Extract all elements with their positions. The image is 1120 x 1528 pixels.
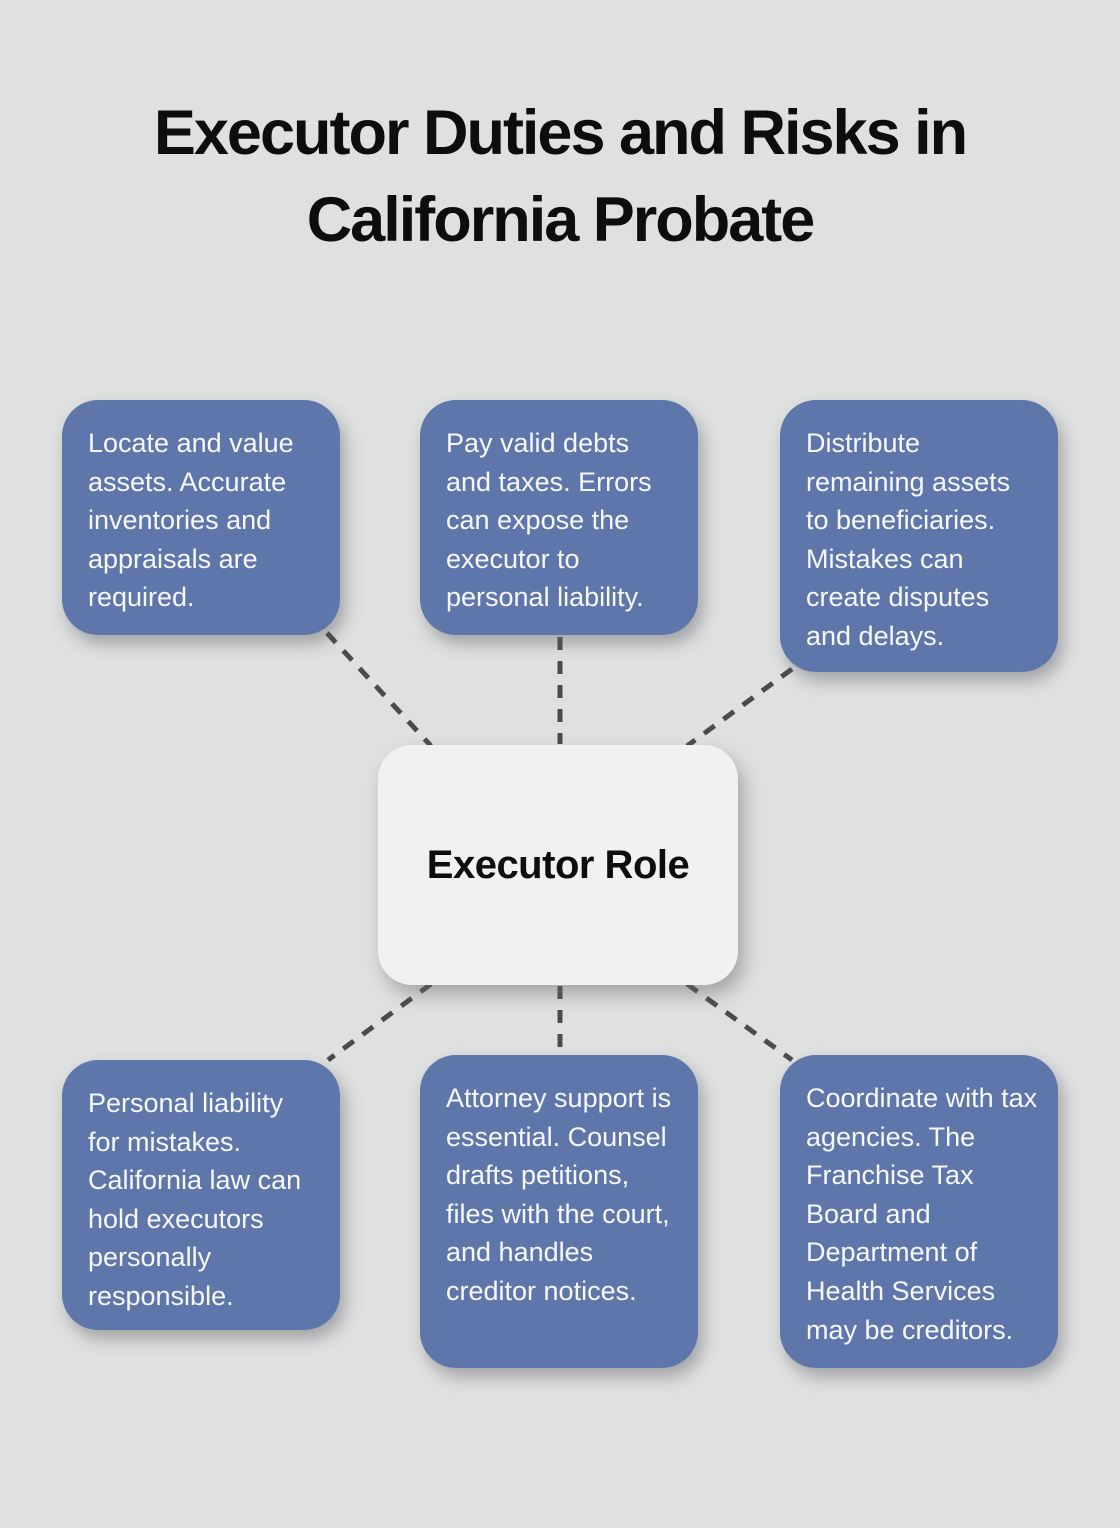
node-pay-debts-taxes-text: Pay valid debts and taxes. Errors can ex… xyxy=(446,428,652,613)
node-personal-liability: Personal liability for mistakes. Califor… xyxy=(62,1060,340,1330)
node-attorney-support: Attorney support is essential. Counsel d… xyxy=(420,1055,698,1368)
connector-line-bottom-right xyxy=(685,981,794,1063)
connector-line-bottom-left xyxy=(326,981,433,1063)
node-distribute-assets-text: Distribute remaining assets to beneficia… xyxy=(806,428,1011,652)
node-locate-assets-text: Locate and value assets. Accurate invent… xyxy=(88,428,294,613)
connector-line-top-right xyxy=(685,666,794,749)
node-tax-agencies: Coordinate with tax agencies. The Franch… xyxy=(780,1055,1058,1368)
center-node-executor-role: Executor Role xyxy=(378,745,738,985)
node-locate-assets: Locate and value assets. Accurate invent… xyxy=(62,400,340,635)
center-node-label: Executor Role xyxy=(426,842,690,887)
connector-line-top-left xyxy=(325,631,433,748)
node-distribute-assets: Distribute remaining assets to beneficia… xyxy=(780,400,1058,672)
node-pay-debts-taxes: Pay valid debts and taxes. Errors can ex… xyxy=(420,400,698,635)
page-title: Executor Duties and Risks in California … xyxy=(153,98,968,255)
node-attorney-support-text: Attorney support is essential. Counsel d… xyxy=(446,1083,672,1307)
node-personal-liability-text: Personal liability for mistakes. Califor… xyxy=(88,1088,302,1312)
node-tax-agencies-text: Coordinate with tax agencies. The Franch… xyxy=(806,1083,1038,1345)
